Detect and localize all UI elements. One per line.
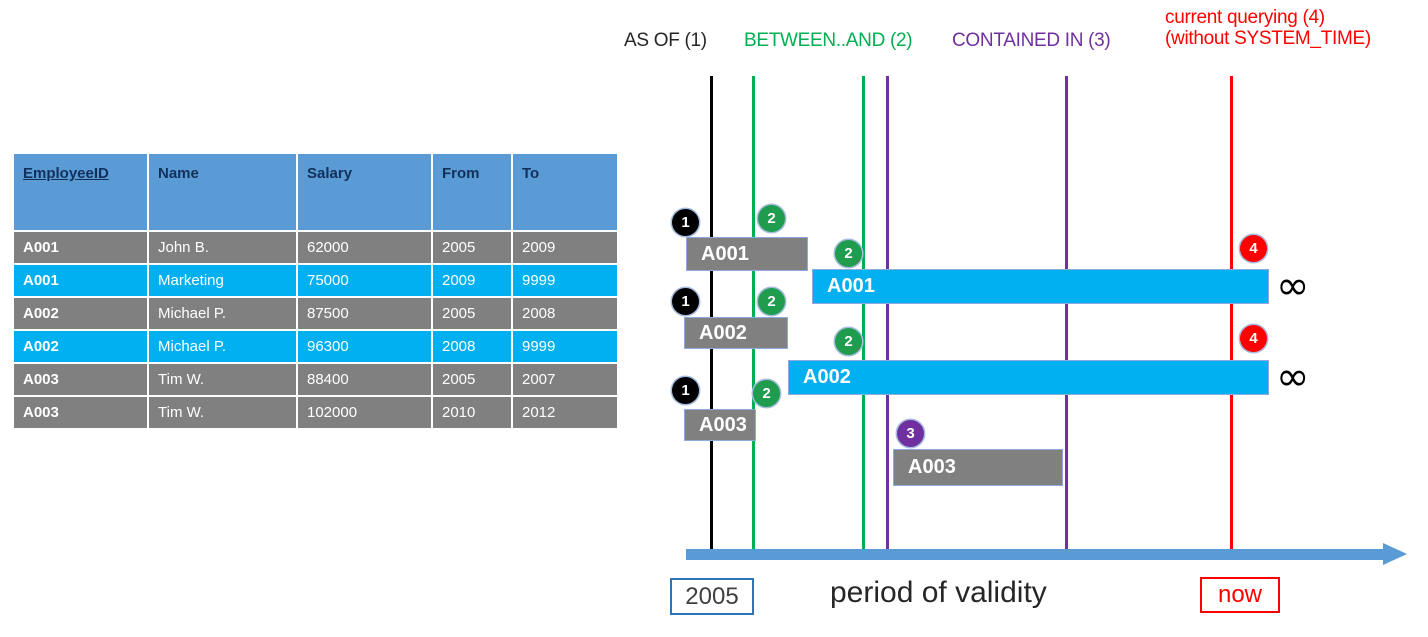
table-row: A002 Michael P. 96300 2008 9999 [14,331,617,362]
cell-name: Michael P. [149,298,296,329]
cell-from: 2008 [433,331,511,362]
badge-4-a002-current: 4 [1240,325,1267,352]
table-row: A003 Tim W. 102000 2010 2012 [14,397,617,428]
cell-from: 2005 [433,364,511,395]
infinity-icon-a002: ∞ [1276,354,1310,400]
query-label-contained-in: CONTAINED IN (3) [952,30,1111,51]
badge-2-a002-start: 2 [758,288,785,315]
cell-from: 2010 [433,397,511,428]
badge-4-a001-current: 4 [1240,235,1267,262]
validity-bar-a003-historic-1: A003 [684,409,756,441]
badge-2-a001-start: 2 [758,205,785,232]
cell-salary: 88400 [298,364,431,395]
column-header-salary: Salary [298,154,431,230]
cell-from: 2005 [433,298,511,329]
query-label-current-line2: (without SYSTEM_TIME) [1165,28,1371,49]
cell-salary: 62000 [298,232,431,263]
cell-to: 9999 [513,331,617,362]
marker-line-contained-end [1065,76,1068,556]
cell-to: 2007 [513,364,617,395]
badge-1-a002: 1 [672,288,699,315]
marker-line-between-end [862,76,865,556]
cell-name: Michael P. [149,331,296,362]
infinity-icon-a001: ∞ [1276,263,1310,309]
table-row: A001 John B. 62000 2005 2009 [14,232,617,263]
validity-bar-a001-historic: A001 [686,237,808,271]
badge-3-a003-contained: 3 [897,420,924,447]
cell-employeeid: A002 [14,331,147,362]
query-label-as-of: AS OF (1) [624,30,707,51]
badge-2-a002-end: 2 [835,328,862,355]
timeline-arrow-icon [1383,543,1407,565]
cell-to: 2008 [513,298,617,329]
marker-line-as-of [710,76,713,556]
query-label-current-querying: current querying (4) (without SYSTEM_TIM… [1165,7,1371,49]
cell-to: 2012 [513,397,617,428]
cell-employeeid: A001 [14,265,147,296]
timeline-axis [686,549,1386,560]
query-label-between-and: BETWEEN..AND (2) [744,30,913,51]
cell-salary: 87500 [298,298,431,329]
cell-salary: 102000 [298,397,431,428]
table-row: A003 Tim W. 88400 2005 2007 [14,364,617,395]
cell-name: Marketing [149,265,296,296]
cell-name: Tim W. [149,397,296,428]
column-header-from: From [433,154,511,230]
cell-employeeid: A001 [14,232,147,263]
marker-line-contained-start [886,76,889,556]
marker-line-now [1230,76,1233,556]
column-header-employeeid-label: EmployeeID [23,165,109,182]
column-header-to: To [513,154,617,230]
validity-bar-a001-current: A001 [812,269,1269,304]
badge-1-a003: 1 [672,377,699,404]
table-row: A002 Michael P. 87500 2005 2008 [14,298,617,329]
cell-employeeid: A003 [14,364,147,395]
cell-from: 2009 [433,265,511,296]
cell-to: 9999 [513,265,617,296]
column-header-name: Name [149,154,296,230]
badge-2-a001-end: 2 [835,240,862,267]
axis-now-label: now [1200,577,1280,613]
cell-to: 2009 [513,232,617,263]
validity-bar-a002-historic: A002 [684,317,788,349]
cell-salary: 75000 [298,265,431,296]
table-row: A001 Marketing 75000 2009 9999 [14,265,617,296]
cell-name: John B. [149,232,296,263]
validity-bar-a003-historic-2: A003 [893,449,1063,486]
query-label-current-line1: current querying (4) [1165,7,1325,28]
badge-2-a003: 2 [753,380,780,407]
cell-name: Tim W. [149,364,296,395]
axis-start-label: 2005 [670,578,754,615]
column-header-employeeid: EmployeeID [14,154,147,230]
cell-from: 2005 [433,232,511,263]
marker-line-between-start [752,76,755,556]
cell-employeeid: A003 [14,397,147,428]
employee-history-table: EmployeeID Name Salary From To A001 John… [12,152,619,430]
badge-1-a001: 1 [672,209,699,236]
cell-employeeid: A002 [14,298,147,329]
table-header-row: EmployeeID Name Salary From To [14,154,617,230]
cell-salary: 96300 [298,331,431,362]
validity-bar-a002-current: A002 [788,360,1269,395]
axis-caption: period of validity [830,576,1047,609]
